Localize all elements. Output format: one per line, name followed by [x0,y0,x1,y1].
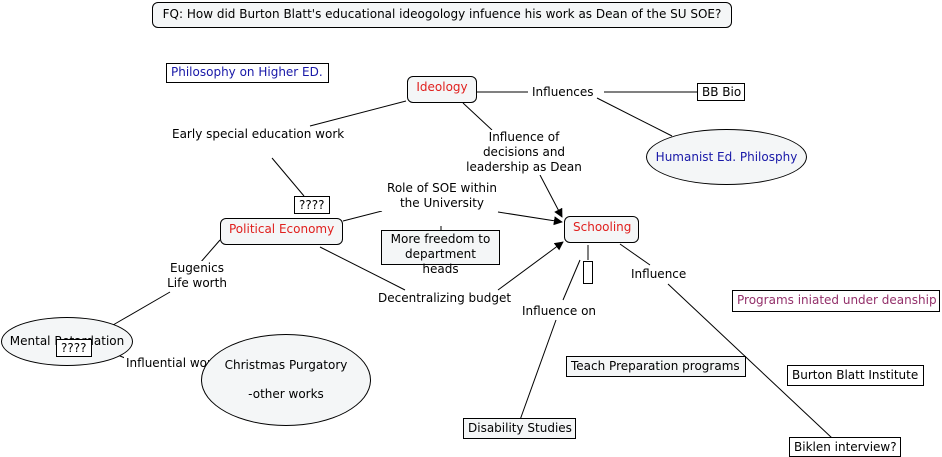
burton-blatt-institute-box[interactable]: Burton Blatt Institute [787,365,924,386]
schooling-empty-box[interactable] [583,261,593,284]
link-role-schooling [497,211,563,226]
label-early-special-ed: Early special education work [170,127,347,142]
link-early-question [271,157,305,197]
bb-bio[interactable]: BB Bio [697,83,745,101]
link-influenceon-disability [519,319,557,421]
link-pe-role [342,210,383,222]
concept-schooling[interactable]: Schooling [564,216,639,243]
question-mark-box-1[interactable]: ???? [294,196,330,214]
label-influence: Influence [629,267,689,282]
question-mark-box-2[interactable]: ???? [56,339,92,357]
christmas-purgatory-title: Christmas Purgatory [224,358,348,372]
label-role-soe: Role of SOE within the University [380,181,504,211]
programs-initiated-box[interactable]: Programs iniated under deanship [732,290,940,312]
concept-political-economy[interactable]: Political Economy [220,218,343,245]
label-decentralizing-budget: Decentralizing budget [376,291,514,306]
label-influential-work: Influential work [124,356,221,371]
link-decentral-schooling [497,241,564,291]
focus-question: FQ: How did Burton Blatt's educational i… [152,2,732,28]
link-influences-humanist [596,97,673,137]
link-schooling-influence [619,243,651,266]
link-schooling-influenceon [562,259,581,301]
label-influence-decisions: Influence of decisions and leadership as… [462,130,586,175]
disability-studies-box[interactable]: Disability Studies [463,418,576,439]
label-influence-on: Influence on [520,304,599,319]
link-eugenics-mr [112,291,171,326]
label-influences: Influences [530,85,596,100]
link-influence-biklen [667,283,833,439]
humanist-ed-philosophy[interactable]: Humanist Ed. Philosphy [646,129,807,185]
label-eugenics-life-worth: Eugenics Life worth [162,261,232,291]
other-works-text: -other works [248,387,324,401]
link-ideology-early [309,100,407,127]
link-pe-decentral [319,246,406,291]
concept-ideology[interactable]: Ideology [407,76,477,103]
link-ideology-decisions [462,102,493,131]
biklen-interview-box[interactable]: Biklen interview? [789,437,901,457]
link-pe-eugenics [199,239,221,264]
more-freedom-box[interactable]: More freedom to department heads [381,230,500,276]
philosophy-higher-ed[interactable]: Philosophy on Higher ED. [166,63,329,83]
link-decisions-schooling [539,174,563,218]
teach-prep-box[interactable]: Teach Preparation programs [566,356,746,377]
christmas-purgatory[interactable]: Christmas Purgatory -other works [201,334,371,426]
